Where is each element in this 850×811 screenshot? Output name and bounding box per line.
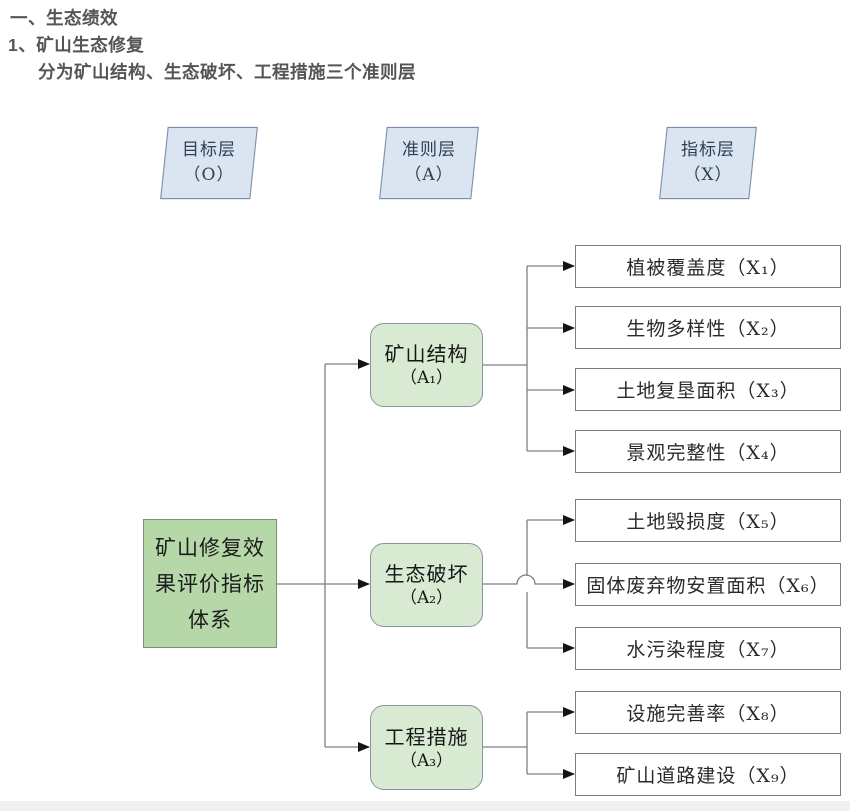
criteria-a2-code: （A₂）: [399, 588, 454, 608]
criteria-box-a1: 矿山结构 （A₁）: [370, 323, 483, 407]
indicator-box-x1: 植被覆盖度（X₁）: [575, 245, 841, 288]
criteria-a1-code: （A₁）: [399, 368, 454, 388]
heading-line-3: 分为矿山结构、生态破坏、工程措施三个准则层: [38, 62, 416, 82]
indicator-box-x6: 固体废弃物安置面积（X₆）: [575, 563, 841, 606]
criteria-a1-name: 矿山结构: [384, 342, 469, 366]
criteria-a3-code: （A₃）: [399, 750, 454, 771]
indicator-box-x7: 水污染程度（X₇）: [575, 627, 841, 670]
heading-line-1: 一、生态绩效: [10, 8, 118, 28]
indicator-box-x2: 生物多样性（X₂）: [575, 306, 841, 349]
indicator-box-x5: 土地毁损度（X₅）: [575, 499, 841, 542]
criteria-a2-name: 生态破坏: [384, 562, 469, 586]
goal-box-line-2: 果评价指标: [155, 571, 265, 596]
goal-box-line-1: 矿山修复效: [155, 535, 265, 560]
indicator-box-x9: 矿山道路建设（X₉）: [575, 753, 841, 796]
page-bottom-strip: [0, 801, 850, 811]
goal-box: 矿山修复效 果评价指标 体系: [143, 519, 277, 648]
criteria-a3-name: 工程措施: [384, 724, 469, 749]
heading-line-2: 1、矿山生态修复: [8, 35, 145, 55]
indicator-box-x4: 景观完整性（X₄）: [575, 430, 841, 473]
indicator-box-x8: 设施完善率（X₈）: [575, 691, 841, 734]
criteria-box-a3: 工程措施 （A₃）: [370, 705, 483, 790]
goal-box-line-3: 体系: [188, 607, 232, 632]
indicator-box-x3: 土地复垦面积（X₃）: [575, 368, 841, 411]
criteria-box-a2: 生态破坏 （A₂）: [370, 543, 483, 627]
